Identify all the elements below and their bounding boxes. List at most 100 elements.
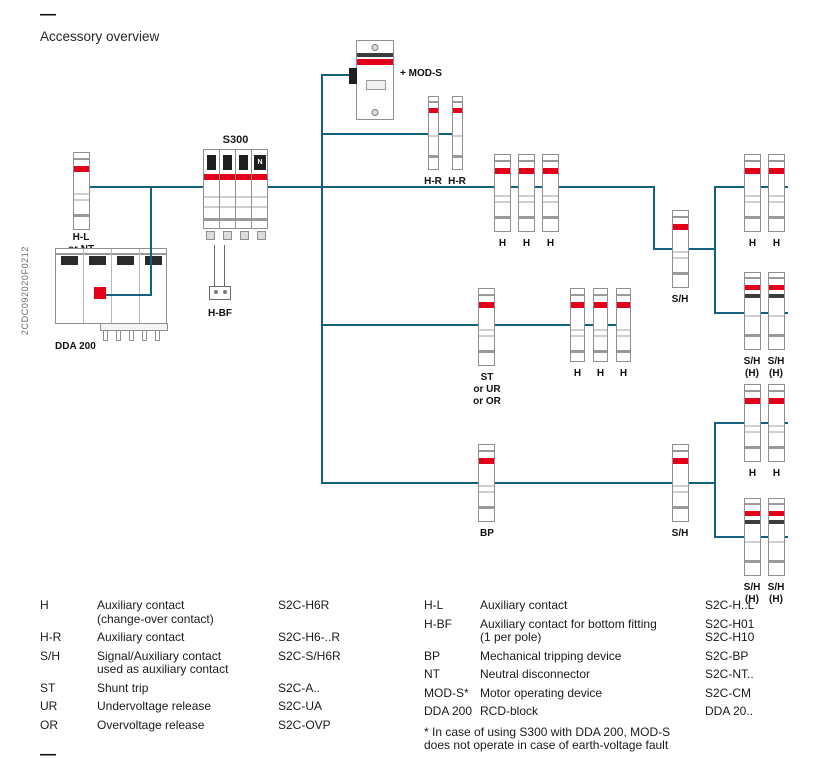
legend-desc: Neutral disconnector: [480, 667, 591, 681]
neutral-marker: N: [254, 155, 266, 170]
device-h-r: [428, 96, 439, 170]
device-s-h-h: [768, 498, 785, 576]
device-h: [570, 288, 585, 362]
device-s-h: [672, 444, 689, 522]
device-h-r: [452, 96, 463, 170]
legend-code: S2C-NT..: [705, 667, 754, 681]
dda-prong: [142, 331, 147, 341]
legend-abbr: UR: [40, 699, 58, 713]
s300-module: N: [251, 149, 268, 229]
dda-prong: [116, 331, 121, 341]
device-mod-s: [349, 40, 394, 120]
connector-line: [81, 186, 655, 188]
device-h: [593, 288, 608, 362]
legend-abbr: H-R: [40, 630, 62, 644]
legend-abbr: H-BF: [424, 616, 452, 631]
connector-line: [321, 74, 360, 76]
terminal: [206, 231, 215, 240]
connector-line: [321, 324, 630, 326]
legend-row: BP Mechanical tripping device S2C-BP: [424, 648, 796, 664]
legend-desc: Auxiliary contact: [97, 630, 185, 644]
dda-toggle: [61, 256, 78, 265]
device-label: S/H: [743, 582, 761, 593]
legend-code: S2C-UA: [278, 699, 323, 713]
legend-code: S2C-H01 S2C-H10: [705, 616, 755, 644]
legend-desc: Auxiliary contact for bottom fitting (1 …: [480, 616, 657, 644]
connector-line: [714, 186, 716, 314]
legend-desc: Overvoltage release: [97, 717, 205, 732]
device-label: H-R: [448, 176, 466, 187]
legend-right: H-L Auxiliary contact S2C-H..L H-BF Auxi…: [424, 598, 796, 753]
legend-row: H-R Auxiliary contact S2C-H6-..R: [40, 630, 410, 645]
device-h: [616, 288, 631, 362]
legend-footnote: * In case of using S300 with DDA 200, MO…: [424, 724, 671, 752]
device-label: DDA 200: [55, 341, 96, 352]
legend-desc: RCD-block: [480, 704, 539, 718]
dda-toggle: [145, 256, 162, 265]
breaker-toggle: [207, 155, 216, 170]
dda-toggle: [117, 256, 134, 265]
legend-code: S2C-H6R: [278, 598, 330, 612]
page-title: Accessory overview: [40, 29, 160, 44]
legend-desc: Motor operating device: [480, 685, 603, 700]
device-s-h-h: [744, 272, 761, 350]
device-label: (H): [769, 594, 783, 605]
terminal: [257, 231, 266, 240]
legend-row: H-L Auxiliary contact S2C-H..L: [424, 598, 796, 613]
device-label: H: [498, 238, 507, 249]
screw-dot: [223, 290, 227, 294]
device-label: H-R: [424, 176, 442, 187]
legend-abbr: S/H: [40, 648, 61, 663]
legend-left: H Auxiliary contact (change-over contact…: [40, 598, 410, 737]
mods-side-tab: [349, 68, 357, 84]
device-h: [518, 154, 535, 232]
legend-row: H-BF Auxiliary contact for bottom fittin…: [424, 616, 796, 645]
device-label: (H): [745, 594, 759, 605]
breaker-toggle: [239, 155, 248, 170]
legend-row: MOD-S* Motor operating device S2C-CM: [424, 685, 796, 701]
dda-test-button: [94, 287, 106, 299]
device-label: H: [522, 238, 531, 249]
terminal-link-line: [224, 245, 225, 286]
device-label: H: [546, 238, 555, 249]
legend-abbr: BP: [424, 648, 441, 663]
device-h: [768, 154, 785, 232]
dda-prong: [129, 331, 134, 341]
legend-code: S2C-BP: [705, 648, 749, 663]
device-h-bf: [209, 286, 231, 300]
s300-module: [219, 149, 236, 229]
device-s-h-h: [768, 272, 785, 350]
terminal-link-line: [214, 245, 215, 286]
legend-row: ST Shunt trip S2C-A..: [40, 680, 410, 696]
device-label: S/H: [743, 356, 761, 367]
device-h: [744, 154, 761, 232]
legend-desc: Auxiliary contact: [480, 598, 568, 612]
device-s-h: [672, 210, 689, 288]
s300-modules: N: [203, 149, 269, 229]
device-label: + MOD-S: [400, 68, 442, 79]
dda-prong: [103, 331, 108, 341]
document-code: 2CDC092020F0212: [20, 246, 30, 336]
connector-line: [653, 186, 655, 250]
device-label: S/H: [671, 294, 689, 305]
device-label: S/H: [767, 356, 785, 367]
legend-code: S2C-H..L: [705, 598, 755, 612]
legend-abbr: ST: [40, 680, 56, 695]
dda-bottom-rail: [100, 323, 168, 331]
connector-line: [321, 133, 462, 135]
legend-abbr: OR: [40, 717, 58, 732]
connector-line: [714, 422, 716, 538]
terminal: [240, 231, 249, 240]
legend-desc: Auxiliary contact (change-over contact): [97, 598, 214, 626]
device-label: S300: [222, 134, 249, 146]
legend-code: S2C-H6-..R: [278, 630, 341, 644]
device-h-l: [73, 152, 90, 230]
legend-row: UR Undervoltage release S2C-UA: [40, 699, 410, 714]
device-label: or OR: [473, 396, 501, 407]
device-label: S/H: [767, 582, 785, 593]
device-label: H: [619, 368, 628, 379]
legend-row: H Auxiliary contact (change-over contact…: [40, 598, 410, 626]
device-label: BP: [480, 528, 494, 539]
legend-row: S/H Signal/Auxiliary contact used as aux…: [40, 648, 410, 677]
